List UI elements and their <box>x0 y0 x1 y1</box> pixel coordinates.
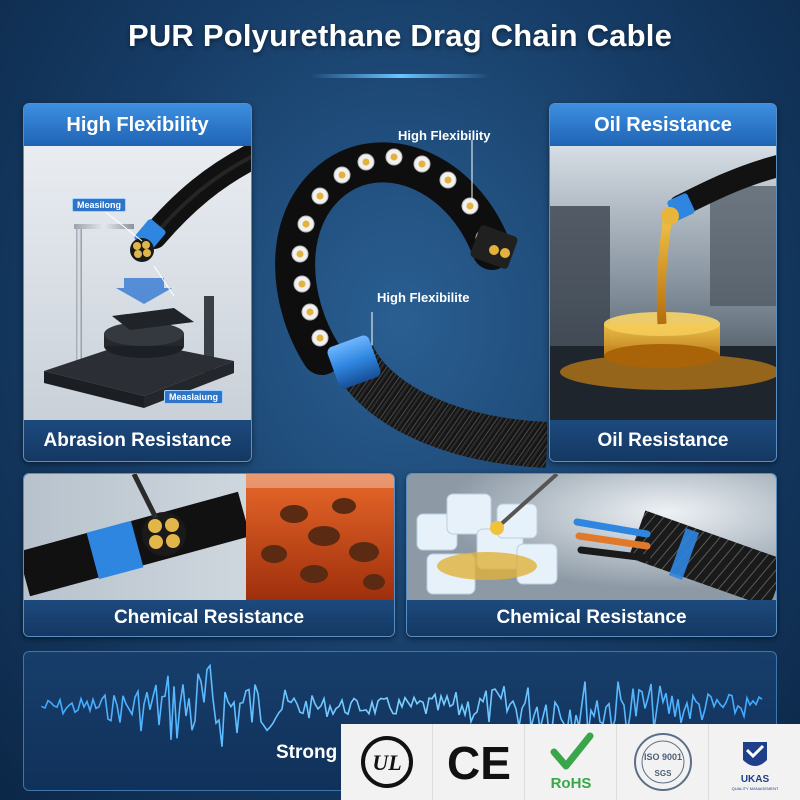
chemical-test-photo-right <box>407 474 776 602</box>
panel-caption-chemical-resistance-left: Chemical Resistance <box>24 600 394 636</box>
panel-oil-resistance: Oil Resistance <box>549 103 777 462</box>
measuring-tag-lower: Measlaiung <box>164 390 224 404</box>
panel-title-high-flexibility: High Flexibility <box>24 104 251 146</box>
svg-text:CE: CE <box>447 737 511 789</box>
panel-title-oil-resistance: Oil Resistance <box>550 104 776 146</box>
measuring-tag-upper: Measilong <box>72 198 127 212</box>
panel-chemical-resistance-left: Chemical Resistance <box>23 473 395 637</box>
abrasion-test-photo: Measilong Measlaiung <box>24 146 251 422</box>
callout-high-flexibility-top: High Flexibility <box>398 128 491 143</box>
svg-text:UKAS: UKAS <box>740 774 769 785</box>
panel-caption-oil-resistance: Oil Resistance <box>550 420 776 461</box>
bottom-caption: Strong <box>276 742 338 763</box>
panel-high-flexibility: High Flexibility <box>23 103 252 462</box>
page-title: PUR Polyurethane Drag Chain Cable <box>127 18 673 53</box>
svg-text:UL: UL <box>372 750 401 775</box>
chemical-test-photo-left <box>24 474 394 602</box>
ul-mark-icon: UL <box>341 724 433 800</box>
waveform-graphic <box>41 663 763 747</box>
certification-bar: UL CE RoHS ISO 9001 SGS UKAS QUALITY MAN… <box>341 724 800 800</box>
svg-text:RoHS: RoHS <box>550 775 591 792</box>
iso-9001-mark-icon: ISO 9001 SGS <box>617 724 709 800</box>
svg-text:QUALITY MANAGEMENT: QUALITY MANAGEMENT <box>731 786 778 791</box>
svg-text:SGS: SGS <box>654 769 672 778</box>
callout-high-flexibility-mid: High Flexibilite <box>377 290 470 305</box>
rohs-mark-icon: RoHS <box>525 724 617 800</box>
panel-caption-chemical-resistance-right: Chemical Resistance <box>407 600 776 636</box>
oil-immersion-photo <box>550 146 776 422</box>
svg-text:ISO 9001: ISO 9001 <box>643 752 681 762</box>
panel-caption-abrasion-resistance: Abrasion Resistance <box>24 420 251 461</box>
ukas-mark-icon: UKAS QUALITY MANAGEMENT <box>709 724 800 800</box>
drag-chain-illustration <box>262 140 547 470</box>
title-underline <box>310 74 490 78</box>
panel-chemical-resistance-right: Chemical Resistance <box>406 473 777 637</box>
ce-mark-icon: CE <box>433 724 525 800</box>
